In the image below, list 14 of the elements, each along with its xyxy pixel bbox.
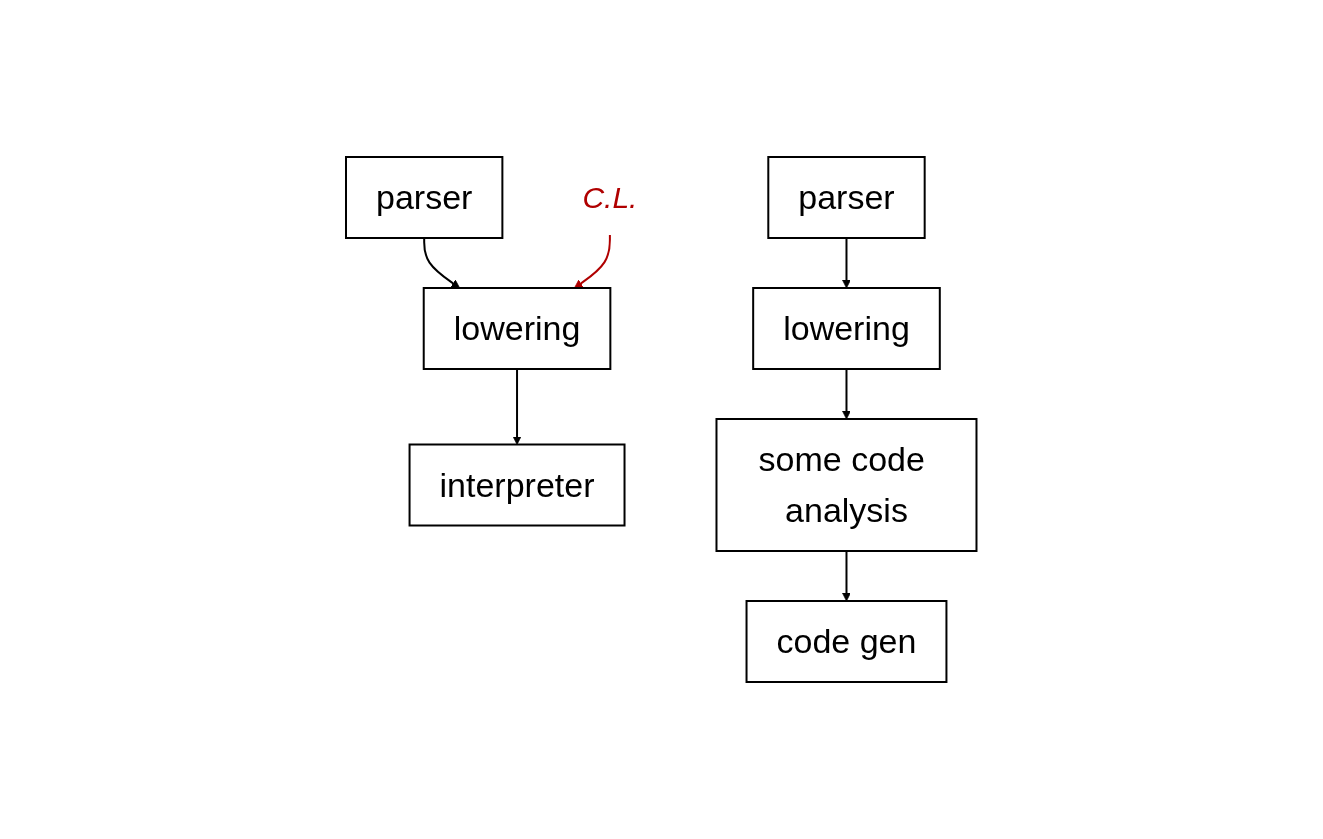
arrow <box>574 234 612 289</box>
node-box: some code analysis <box>715 418 978 552</box>
node-box: parser <box>767 156 926 239</box>
node-text: C.L. <box>582 181 638 214</box>
node-box: lowering <box>423 287 612 370</box>
arrow <box>842 368 852 420</box>
node-box: lowering <box>752 287 942 370</box>
arrow <box>842 550 852 602</box>
node-box: code gen <box>745 600 948 683</box>
arrow <box>842 237 852 289</box>
node-box: parser <box>345 156 504 239</box>
node-box: interpreter <box>408 443 626 527</box>
arrow <box>423 237 461 289</box>
arrow <box>512 368 522 445</box>
